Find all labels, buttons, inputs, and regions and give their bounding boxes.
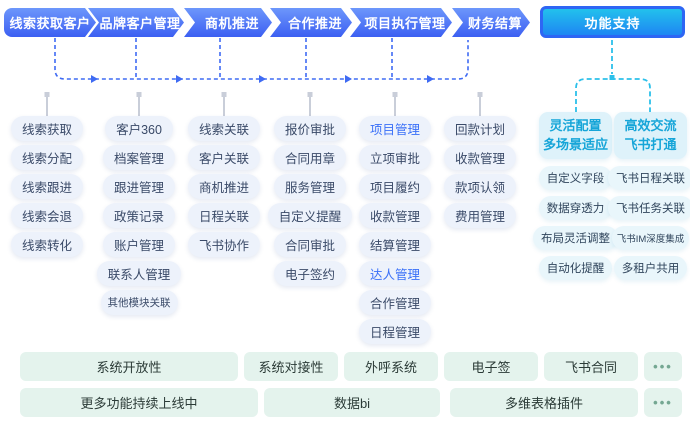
more-dots-row2: ••• <box>644 388 682 417</box>
support-group-title: 高效交流 飞书打通 <box>614 112 687 159</box>
support-group-feishu-integration: 高效交流 飞书打通 飞书日程关联 飞书任务关联 飞书IM深度集成 多租户共用 <box>608 112 690 286</box>
feature-pill: 自定义提醒 <box>267 203 353 228</box>
capability-bar-more-features: 更多功能持续上线中 <box>20 388 258 417</box>
feature-pill: 收款管理 <box>358 203 431 228</box>
feature-pill: 款项认领 <box>443 174 516 199</box>
support-pill: 布局灵活调整 <box>533 226 618 250</box>
feature-pill: 线索跟进 <box>10 174 83 199</box>
feature-pill: 线索转化 <box>10 232 83 257</box>
feature-pill: 回款计划 <box>443 116 516 141</box>
support-pill: 自动化提醒 <box>538 256 613 280</box>
feature-pill: 联系人管理 <box>96 261 182 286</box>
capability-bar-outbound-call: 外呼系统 <box>344 352 438 381</box>
support-pill: 飞书任务关联 <box>608 196 690 220</box>
flow-step-finance: 财务结算 <box>452 8 530 37</box>
feature-pill-highlighted: 达人管理 <box>358 261 431 286</box>
feature-pill: 合作管理 <box>358 290 431 315</box>
feature-pill: 跟进管理 <box>102 174 175 199</box>
capability-bar-data-bi: 数据bi <box>264 388 440 417</box>
feature-pill: 日程管理 <box>358 319 431 344</box>
support-group-flexible-config: 灵活配置 多场景适应 自定义字段 数据穿透力 布局灵活调整 自动化提醒 <box>533 112 618 286</box>
feature-pill: 线索会退 <box>10 203 83 228</box>
column-project-execution: 项目管理 立项审批 项目履约 收款管理 结算管理 达人管理 合作管理 日程管理 <box>350 116 440 344</box>
capability-bar-esign: 电子签 <box>444 352 538 381</box>
support-group-title-line1: 高效交流 <box>624 118 677 134</box>
support-pill: 多租户共用 <box>613 256 688 280</box>
flow-step-opportunity: 商机推进 <box>184 8 272 37</box>
feature-pill: 日程关联 <box>187 203 260 228</box>
capability-bar-system-openness: 系统开放性 <box>20 352 238 381</box>
feature-pill: 账户管理 <box>102 232 175 257</box>
flow-step-cooperation: 合作推进 <box>270 8 352 37</box>
capability-bar-feishu-contract: 飞书合同 <box>544 352 638 381</box>
support-group-title: 灵活配置 多场景适应 <box>539 112 612 159</box>
support-button: 功能支持 <box>540 6 685 38</box>
column-cooperation: 报价审批 合同用章 服务管理 自定义提醒 合同审批 电子签约 <box>266 116 354 286</box>
feature-pill: 结算管理 <box>358 232 431 257</box>
feature-pill: 合同用章 <box>273 145 346 170</box>
feature-pill: 立项审批 <box>358 145 431 170</box>
support-connector-junction <box>609 75 615 80</box>
feature-pill: 合同审批 <box>273 232 346 257</box>
column-lead-acquisition: 线索获取 线索分配 线索跟进 线索会退 线索转化 <box>6 116 88 257</box>
flow-connector-path <box>54 38 469 80</box>
feature-pill: 收款管理 <box>443 145 516 170</box>
feature-pill: 报价审批 <box>273 116 346 141</box>
feature-pill: 服务管理 <box>273 174 346 199</box>
column-brand-customer: 客户360 档案管理 跟进管理 政策记录 账户管理 联系人管理 其他模块关联 <box>92 116 186 315</box>
flow-step-brand-customer: 品牌客户管理 <box>88 8 184 37</box>
feature-pill: 项目履约 <box>358 174 431 199</box>
support-pill: 自定义字段 <box>538 166 613 190</box>
support-group-title-line2: 多场景适应 <box>542 136 608 152</box>
feature-pill: 电子签约 <box>273 261 346 286</box>
feature-pill-highlighted: 项目管理 <box>358 116 431 141</box>
support-pill: 数据穿透力 <box>538 196 613 220</box>
feature-pill: 商机推进 <box>187 174 260 199</box>
column-stems <box>46 97 481 116</box>
column-finance: 回款计划 收款管理 款项认领 费用管理 <box>436 116 524 228</box>
more-dots-row1: ••• <box>644 352 682 381</box>
support-pill: 飞书IM深度集成 <box>611 226 690 250</box>
column-stem-caps <box>44 92 483 97</box>
feature-pill: 线索分配 <box>10 145 83 170</box>
column-opportunity: 线索关联 客户关联 商机推进 日程关联 飞书协作 <box>182 116 266 257</box>
support-group-title-line2: 飞书打通 <box>624 136 677 152</box>
flow-step-lead-acquisition: 线索获取客户 <box>4 8 96 37</box>
support-group-title-line1: 灵活配置 <box>549 118 602 134</box>
capability-bar-multidim-table-plugin: 多维表格插件 <box>450 388 638 417</box>
flow-arrowheads <box>91 75 434 83</box>
feature-pill: 飞书协作 <box>187 232 260 257</box>
feature-pill: 其他模块关联 <box>100 290 178 315</box>
feature-pill: 客户关联 <box>187 145 260 170</box>
feature-pill: 线索获取 <box>10 116 83 141</box>
feature-pill: 政策记录 <box>102 203 175 228</box>
feature-pill: 档案管理 <box>102 145 175 170</box>
flow-step-project-execution: 项目执行管理 <box>350 8 452 37</box>
capability-bar-system-docking: 系统对接性 <box>244 352 338 381</box>
support-pill: 飞书日程关联 <box>608 166 690 190</box>
feature-pill: 费用管理 <box>443 203 516 228</box>
feature-pill: 线索关联 <box>187 116 260 141</box>
feature-pill: 客户360 <box>105 116 173 141</box>
